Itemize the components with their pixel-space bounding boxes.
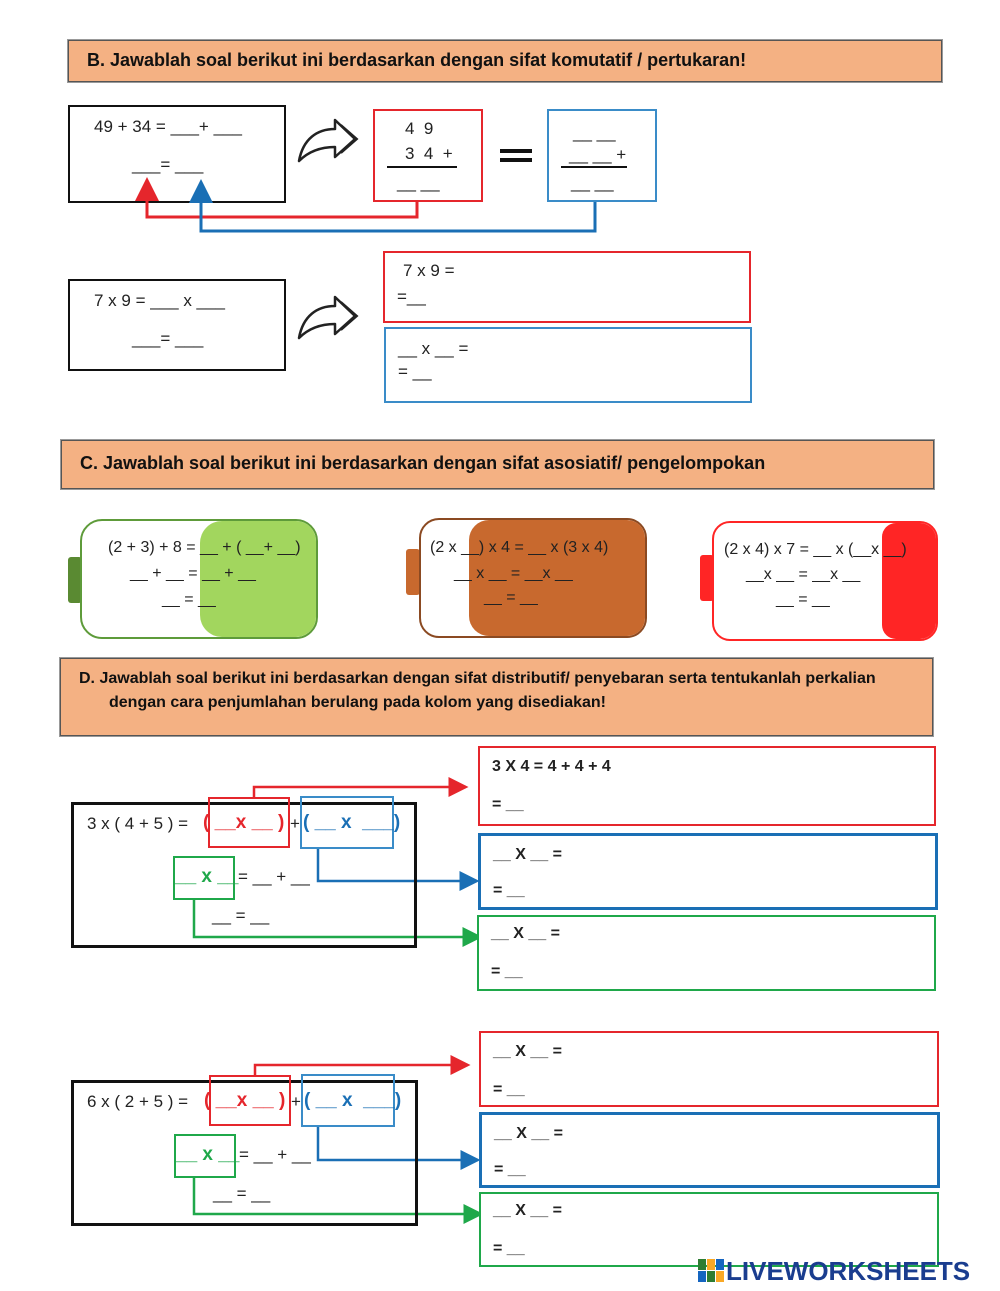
battery-3: (2 x 4) x 7 = __ x (__x __) __x __ = __x…	[698, 521, 938, 641]
battery-3-fill	[882, 523, 936, 639]
d-q2-blue-line1[interactable]: __ X __ =	[494, 1125, 563, 1142]
battery-1: (2 + 3) + 8 = __ + ( __+ __) __ + __ = _…	[68, 519, 318, 639]
b-q1-red-box: 4 9 3 4 + __ __	[373, 109, 483, 202]
battery-3-line3[interactable]: __ = __	[776, 591, 830, 608]
d-q1-expr: 3 x ( 4 + 5 ) =	[87, 814, 189, 833]
d-q2-blue-line2[interactable]: = __	[494, 1161, 526, 1178]
section-c-header: C. Jawablah soal berikut ini berdasarkan…	[61, 440, 934, 489]
b-q1-red-bottom[interactable]: __ __	[397, 173, 440, 192]
b-q1-blue-box: __ __ __ __ + __ __	[547, 109, 657, 202]
b-q2-blue-line1[interactable]: __ x __ =	[398, 339, 469, 358]
d-q1-green-group-text[interactable]: __ x __	[175, 866, 239, 887]
battery-2-fill	[469, 520, 645, 636]
b-q1-blue-mid[interactable]: __ __ +	[569, 145, 627, 164]
battery-2-line2[interactable]: __ x __ = __x __	[454, 565, 573, 582]
d-q2-blue-group	[301, 1074, 395, 1127]
d-q2-green-line2[interactable]: = __	[493, 1240, 525, 1257]
b-q2-blue-line2[interactable]: = __	[398, 362, 432, 381]
section-d-title-line2: dengan cara penjumlahan berulang pada ko…	[109, 694, 607, 711]
d-q2-red-line2[interactable]: = __	[493, 1081, 525, 1098]
d-q2-box	[71, 1080, 418, 1226]
battery-1-fill	[200, 521, 316, 637]
d-q1-line3[interactable]: __ = __	[212, 906, 270, 925]
b-q1-blue-top[interactable]: __ __	[573, 123, 616, 142]
b-q2-red-box: 7 x 9 = =__	[383, 251, 751, 323]
b-q1-red-mid: 3 4 +	[405, 144, 453, 163]
b-q1-blue-bottom[interactable]: __ __	[571, 173, 614, 192]
battery-1-line1[interactable]: (2 + 3) + 8 = __ + ( __+ __)	[108, 539, 301, 556]
d-q1-red-line2[interactable]: = __	[492, 796, 524, 813]
d-q1-green-group	[173, 856, 235, 900]
d-q1-blue-line1[interactable]: __ X __ =	[493, 846, 562, 863]
battery-3-body	[712, 521, 938, 641]
d-q2-red-group-text[interactable]: ( __x __ )	[204, 1090, 286, 1111]
d-q1-red-group	[208, 797, 290, 848]
d-q2-red-line1[interactable]: __ X __ =	[493, 1043, 562, 1060]
b-q1-box: 49 + 34 = ___+ ___ ___= ___	[68, 105, 286, 203]
battery-1-line3[interactable]: __ = __	[162, 591, 216, 608]
d-q2-blue-group-text[interactable]: ( __ x ___)	[304, 1090, 402, 1111]
d-q1-plus: +	[290, 814, 300, 833]
liveworksheets-logo: LIVEWORKSHEETS	[698, 1256, 998, 1286]
b-q2-blue-box: __ x __ = = __	[384, 327, 752, 403]
d-q1-line2-rest[interactable]: = __ + __	[238, 867, 310, 886]
b-q2-line1[interactable]: 7 x 9 = ___ x ___	[94, 291, 225, 310]
battery-2-terminal	[406, 549, 420, 595]
battery-3-terminal	[700, 555, 714, 601]
d-q1-green-line1[interactable]: __ X __ =	[491, 925, 560, 942]
d-q1-red-line1: 3 X 4 = 4 + 4 + 4	[492, 758, 611, 775]
d-q2-line2-rest[interactable]: = __ + __	[239, 1145, 311, 1164]
d-q2-line3[interactable]: __ = __	[213, 1184, 271, 1203]
section-c-title: C. Jawablah soal berikut ini berdasarkan…	[80, 453, 766, 473]
b-q2-red-line1: 7 x 9 =	[403, 261, 455, 280]
d-q2-green-group	[174, 1134, 236, 1178]
d-q1-green-line2[interactable]: = __	[491, 963, 523, 980]
curved-arrow-icon	[295, 115, 359, 167]
b-q2-line2[interactable]: ___= ___	[132, 329, 204, 348]
d-q2-green-line1[interactable]: __ X __ =	[493, 1202, 562, 1219]
equals-sign	[500, 149, 532, 163]
d-q2-blue-box: __ X __ = = __	[479, 1112, 940, 1188]
d-q2-green-box: __ X __ = = __	[479, 1192, 939, 1267]
b-q1-line2[interactable]: ___= ___	[132, 155, 204, 174]
d-q2-plus: +	[291, 1092, 301, 1111]
b-q1-blue-rule	[561, 166, 627, 168]
d-q2-red-box: __ X __ = = __	[479, 1031, 939, 1107]
logo-text: LIVEWORKSHEETS	[726, 1256, 971, 1286]
battery-2: (2 x __) x 4 = __ x (3 x 4) __ x __ = __…	[406, 517, 647, 638]
b-q2-red-line2[interactable]: =__	[397, 287, 426, 306]
d-q1-green-box: __ X __ = = __	[477, 915, 936, 991]
section-d-title-line1: D. Jawablah soal berikut ini berdasarkan…	[79, 670, 876, 687]
b-q1-red-rule	[387, 166, 457, 168]
d-q2-green-group-text[interactable]: __ x __	[176, 1144, 240, 1165]
battery-3-line2[interactable]: __x __ = __x __	[746, 566, 861, 583]
b-q1-red-top: 4 9	[405, 119, 434, 138]
b-q1-line1[interactable]: 49 + 34 = ___+ ___	[94, 117, 242, 136]
battery-1-line2[interactable]: __ + __ = __ + __	[130, 565, 256, 582]
d-q1-red-group-text[interactable]: ( __x __ )	[203, 812, 285, 833]
d-q1-blue-group	[300, 796, 394, 849]
d-q2-red-group	[209, 1075, 291, 1126]
section-d-header: D. Jawablah soal berikut ini berdasarkan…	[60, 658, 933, 736]
d-q1-red-box: 3 X 4 = 4 + 4 + 4 = __	[478, 746, 936, 826]
section-b-header: B. Jawablah soal berikut ini berdasarkan…	[68, 40, 942, 82]
d-q2-expr: 6 x ( 2 + 5 ) =	[87, 1092, 189, 1111]
d-q1-blue-box: __ X __ = = __	[478, 833, 938, 910]
battery-1-terminal	[68, 557, 82, 603]
logo-mark-icon	[698, 1259, 724, 1283]
d-q1-blue-line2[interactable]: = __	[493, 882, 525, 899]
d-q1-box	[71, 802, 417, 948]
battery-2-line3[interactable]: __ = __	[484, 589, 538, 606]
b-q2-box: 7 x 9 = ___ x ___ ___= ___	[68, 279, 286, 371]
section-b-title: B. Jawablah soal berikut ini berdasarkan…	[87, 50, 747, 70]
battery-3-line1[interactable]: (2 x 4) x 7 = __ x (__x __)	[724, 541, 907, 558]
curved-arrow-icon	[295, 292, 359, 344]
battery-1-body	[80, 519, 318, 639]
battery-2-body	[419, 518, 647, 638]
battery-2-line1[interactable]: (2 x __) x 4 = __ x (3 x 4)	[430, 539, 609, 556]
d-q1-blue-group-text[interactable]: ( __ x ___)	[303, 812, 401, 833]
